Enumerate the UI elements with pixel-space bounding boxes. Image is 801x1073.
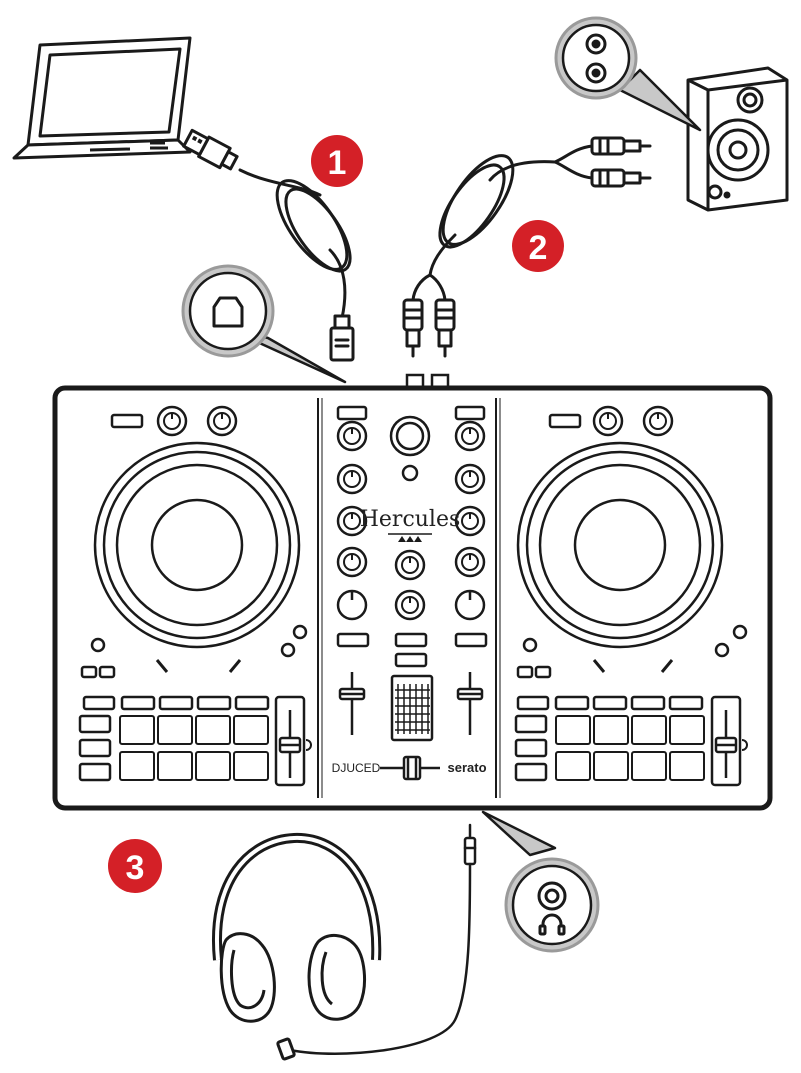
left-deck: [78, 405, 312, 787]
headphone-port-icon: [537, 881, 567, 936]
svg-text:2: 2: [529, 229, 548, 267]
vu-meter-grid: [395, 684, 430, 734]
mixer-section: [336, 405, 488, 781]
step-badge-1: 1: [311, 135, 363, 187]
speaker-icon: [686, 66, 789, 212]
usb-b-port-icon: [212, 296, 244, 328]
right-deck: [514, 405, 748, 787]
laptop-icon: [12, 36, 192, 160]
headphone-jack-callout: [481, 810, 600, 953]
rca-cable-icon: [402, 136, 652, 358]
right-jog-wheel: [516, 441, 724, 649]
usb-port-callout: [181, 264, 347, 384]
step-badge-3: 3: [108, 839, 162, 893]
hercules-logo-mark: [388, 533, 432, 542]
svg-text:3: 3: [126, 849, 145, 887]
left-jog-wheel: [93, 441, 301, 649]
rca-jack-icon: [585, 33, 607, 84]
svg-text:1: 1: [328, 144, 347, 182]
headphones-icon: [212, 832, 382, 1061]
hercules-logo: Hercules: [360, 507, 461, 532]
usb-cable-icon: [182, 128, 355, 362]
djuced-logo: DJUCED: [332, 761, 381, 775]
headphone-plug-icon: [288, 823, 477, 1055]
rca-port-callout: [554, 16, 702, 132]
serato-logo: serato: [447, 760, 486, 775]
step-badge-2: 2: [512, 220, 564, 272]
